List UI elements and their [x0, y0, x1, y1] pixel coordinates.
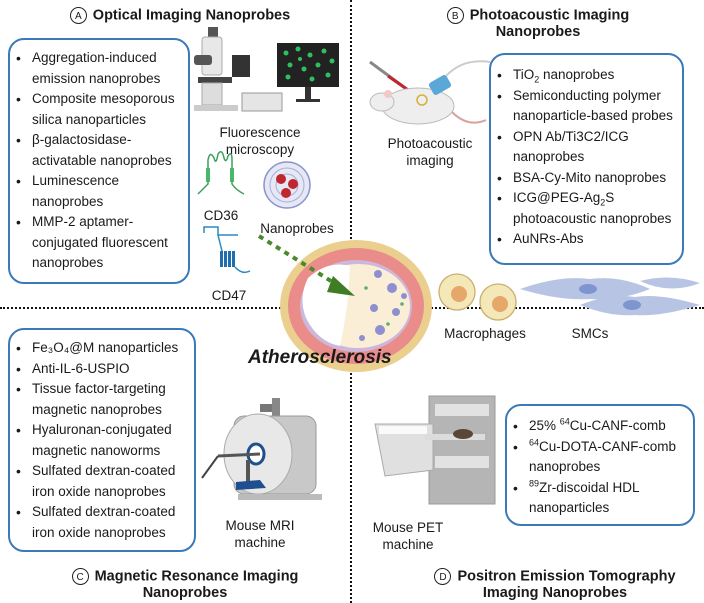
list-item: Semiconducting polymer nanoparticle-base… — [491, 86, 680, 127]
list-item: Sulfated dextran-coated iron oxide nanop… — [10, 502, 192, 543]
list-item: Composite mesoporous silica nanoparticle… — [10, 89, 184, 130]
macrophage-cells-icon — [438, 273, 517, 321]
cd47-label: CD47 — [211, 288, 247, 303]
list-item: Aggregation-induced emission nanoprobes — [10, 48, 184, 89]
list-item: ICG@PEG-Ag2S photoacoustic nanoprobes — [491, 188, 680, 229]
pet-nanoprobes-list: 25% 64Cu-CANF-comb 64Cu-DOTA-CANF-comb n… — [505, 404, 695, 526]
nanoprobe-particles — [364, 286, 404, 326]
photoacoustic-imaging-label: Photoacoustic imaging — [387, 136, 473, 168]
mri-machine-icon — [201, 398, 322, 500]
section-b-badge: B — [446, 7, 464, 24]
list-item: β-galactosidase-activatable nanoprobes — [10, 130, 184, 171]
list-item: Luminescence nanoprobes — [10, 171, 184, 212]
list-item: OPN Ab/Ti3C2/ICG nanoprobes — [491, 127, 680, 168]
microscope-camera — [208, 27, 218, 37]
fluorescence-microscopy-label: Fluorescence microscopy — [219, 125, 301, 157]
atherosclerosis-title: Atherosclerosis — [248, 347, 392, 368]
list-item: AuNRs-Abs — [491, 229, 680, 250]
monitor-screen — [277, 43, 339, 87]
smcs-label: SMCs — [571, 326, 609, 341]
cd36-receptor-icon — [197, 151, 245, 195]
macrophages-label: Macrophages — [444, 326, 526, 341]
list-item: Sulfated dextran-coated iron oxide nanop… — [10, 461, 192, 502]
smooth-muscle-cells-icon — [520, 277, 700, 316]
list-item: MMP-2 aptamer-conjugated fluorescent nan… — [10, 212, 184, 274]
list-item: 64Cu-DOTA-CANF-comb nanoprobes — [507, 437, 691, 478]
cd47-receptor-icon — [203, 226, 251, 274]
section-d-badge: D — [434, 568, 452, 585]
list-item: Fe₃O₄@M nanoparticles — [10, 338, 192, 359]
monitor-stand — [305, 87, 311, 99]
microscope-lamp — [232, 55, 250, 77]
nanoprobes-label: Nanoprobes — [260, 221, 334, 236]
photoacoustic-nanoprobes-list: TiO2 nanoprobes Semiconducting polymer n… — [489, 53, 684, 265]
cd36-label: CD36 — [203, 208, 239, 223]
artery-cross-section-icon — [280, 240, 432, 372]
microscope-foot — [194, 105, 238, 111]
section-c-badge: C — [71, 568, 89, 585]
list-item: TiO2 nanoprobes — [491, 65, 680, 86]
section-a-badge: A — [69, 7, 87, 24]
targeting-arrow-icon — [257, 234, 355, 296]
fluorescent-cells — [283, 46, 335, 82]
microscope-stage — [198, 77, 232, 83]
microscope-base — [201, 82, 223, 106]
monitor-base — [296, 99, 320, 102]
list-item: Tissue factor-targeting magnetic nanopro… — [10, 379, 192, 420]
nanoprobe-icon — [263, 161, 311, 209]
pet-machine-icon — [374, 395, 496, 505]
list-item: Anti-IL-6-USPIO — [10, 359, 192, 380]
fluorescence-microscope-icon — [194, 27, 339, 112]
mouse-mri-machine-label: Mouse MRI machine — [225, 518, 295, 550]
microscope-eyepiece — [194, 55, 212, 65]
list-item: 25% 64Cu-CANF-comb — [507, 416, 691, 437]
photoacoustic-mouse-icon — [369, 60, 491, 125]
optical-nanoprobes-list: Aggregation-induced emission nanoprobes … — [8, 38, 190, 284]
list-item: Hyaluronan-conjugated magnetic nanoworms — [10, 420, 192, 461]
list-item: 89Zr-discoidal HDL nanoparticles — [507, 478, 691, 519]
foam-cells — [359, 270, 407, 341]
mri-nanoprobes-list: Fe₃O₄@M nanoparticles Anti-IL-6-USPIO Ti… — [8, 328, 196, 552]
controller-box — [241, 92, 283, 112]
mouse-pet-machine-label: Mouse PET machine — [372, 520, 444, 552]
list-item: BSA-Cy-Mito nanoprobes — [491, 168, 680, 189]
